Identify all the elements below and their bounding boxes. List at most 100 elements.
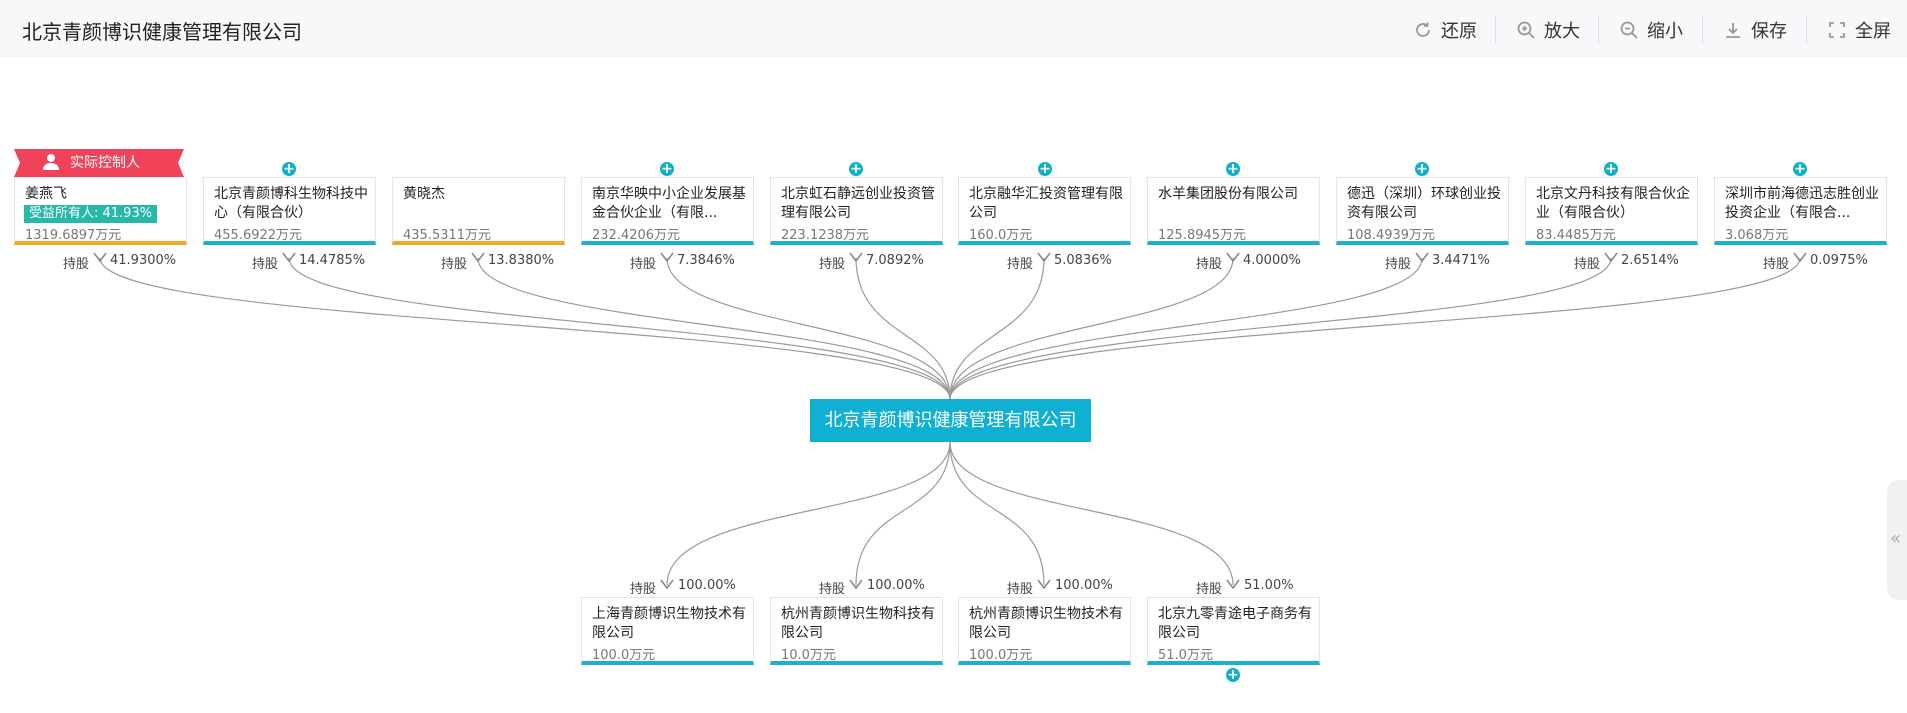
- arrow-icon: [1037, 252, 1051, 263]
- zoom-out-icon: [1620, 21, 1638, 39]
- expand-plus-icon[interactable]: +: [1793, 161, 1807, 177]
- save-label: 保存: [1751, 21, 1787, 42]
- beneficiary-badge: 受益所有人: 41.93%: [24, 205, 158, 223]
- expand-plus-icon[interactable]: +: [1604, 161, 1618, 177]
- shareholder-name: 姜燕飞: [25, 186, 67, 202]
- line-shareholder-3: [477, 257, 951, 400]
- stake-percent: 100.00%: [1055, 578, 1113, 593]
- expand-plus-icon[interactable]: +: [1226, 161, 1240, 177]
- shareholder-name: 南京华映中小企业发展基金合伙企业（有限...: [592, 186, 746, 221]
- stake-percent: 0.0975%: [1810, 253, 1868, 268]
- investment-name: 北京九零青途电子商务有限公司: [1158, 606, 1312, 641]
- page-title: 北京青颜博识健康管理有限公司: [22, 20, 302, 44]
- expand-plus-icon[interactable]: +: [1415, 161, 1429, 177]
- stake-label: 持股: [819, 257, 846, 272]
- arrow-icon: [1037, 579, 1051, 590]
- restore-label: 还原: [1441, 21, 1477, 42]
- arrow-icon: [471, 252, 485, 263]
- center-company-node[interactable]: 北京青颜博识健康管理有限公司: [810, 399, 1091, 442]
- stake-percent: 3.4471%: [1432, 253, 1490, 268]
- shareholder-card[interactable]: 北京青颜博科生物科技中心（有限合伙） 455.6922万元: [203, 177, 376, 245]
- line-investment-3: [949, 441, 1045, 586]
- shareholder-name: 黄晓杰: [403, 186, 445, 202]
- stake-label: 持股: [1196, 582, 1223, 597]
- line-shareholder-1: [99, 257, 951, 400]
- shareholder-card[interactable]: 姜燕飞 受益所有人: 41.93% 1319.6897万元: [14, 177, 187, 245]
- expand-plus-icon[interactable]: +: [1038, 161, 1052, 177]
- stake-percent: 100.00%: [678, 578, 736, 593]
- stake-label: 持股: [1385, 257, 1412, 272]
- investment-amount: 51.0万元: [1158, 648, 1213, 663]
- shareholder-card[interactable]: 黄晓杰 435.5311万元: [392, 177, 565, 245]
- shareholder-amount: 223.1238万元: [781, 228, 870, 243]
- investment-card[interactable]: 上海青颜博识生物技术有限公司 100.0万元: [581, 597, 754, 665]
- shareholder-card[interactable]: 北京文丹科技有限合伙企业（有限合伙） 83.4485万元: [1525, 177, 1698, 245]
- shareholder-amount: 125.8945万元: [1158, 228, 1247, 243]
- shareholder-name: 北京融华汇投资管理有限公司: [969, 186, 1123, 221]
- line-shareholder-4: [666, 257, 951, 400]
- stake-percent: 4.0000%: [1243, 253, 1301, 268]
- divider: [1598, 16, 1599, 44]
- shareholder-name: 北京文丹科技有限合伙企业（有限合伙）: [1536, 186, 1690, 221]
- line-investment-2: [855, 441, 951, 586]
- stake-label: 持股: [630, 257, 657, 272]
- zoom-in-button[interactable]: 放大: [1516, 17, 1580, 43]
- zoom-in-label: 放大: [1544, 21, 1580, 42]
- refresh-icon: [1416, 22, 1430, 37]
- shareholder-card[interactable]: 德迅（深圳）环球创业投资有限公司 108.4939万元: [1336, 177, 1509, 245]
- shareholder-name: 北京虹石静远创业投资管理有限公司: [781, 186, 935, 221]
- fullscreen-button[interactable]: 全屏: [1827, 17, 1891, 43]
- person-icon: [43, 154, 59, 170]
- stake-label: 持股: [1196, 257, 1223, 272]
- shareholder-name: 深圳市前海德迅志胜创业投资企业（有限合...: [1725, 186, 1879, 221]
- save-button[interactable]: 保存: [1723, 17, 1787, 43]
- investment-amount: 100.0万元: [969, 648, 1033, 663]
- investment-amount: 100.0万元: [592, 648, 656, 663]
- arrow-icon: [849, 579, 863, 590]
- shareholder-card[interactable]: 深圳市前海德迅志胜创业投资企业（有限合... 3.068万元: [1714, 177, 1887, 245]
- stake-percent: 2.6514%: [1621, 253, 1679, 268]
- divider: [1495, 16, 1496, 44]
- arrow-icon: [1226, 252, 1240, 263]
- controller-tag: 实际控制人: [70, 155, 140, 171]
- shareholder-amount: 160.0万元: [969, 228, 1033, 243]
- side-panel-toggle[interactable]: «: [1887, 480, 1907, 600]
- investment-name: 杭州青颜博识生物技术有限公司: [969, 606, 1123, 641]
- zoom-out-label: 缩小: [1647, 21, 1683, 42]
- arrow-icon: [1604, 252, 1618, 263]
- arrow-icon: [849, 252, 863, 263]
- expand-plus-icon[interactable]: +: [282, 161, 296, 177]
- restore-button[interactable]: 还原: [1413, 17, 1477, 43]
- shareholder-card[interactable]: 北京融华汇投资管理有限公司 160.0万元: [958, 177, 1131, 245]
- stake-label: 持股: [819, 582, 846, 597]
- shareholder-amount: 1319.6897万元: [25, 228, 122, 243]
- line-shareholder-5: [855, 257, 951, 400]
- shareholder-card[interactable]: 水羊集团股份有限公司 125.8945万元: [1147, 177, 1320, 245]
- stake-percent: 41.9300%: [110, 253, 177, 268]
- stake-label: 持股: [63, 257, 90, 272]
- arrow-icon: [93, 252, 107, 263]
- expand-plus-icon[interactable]: +: [849, 161, 863, 177]
- investment-card[interactable]: 北京九零青途电子商务有限公司 51.0万元: [1147, 597, 1320, 665]
- stake-label: 持股: [252, 257, 279, 272]
- toolbar: 北京青颜博识健康管理有限公司 还原 放大 缩小 保存 全屏: [0, 0, 1907, 57]
- line-investment-4: [949, 441, 1234, 586]
- investment-name: 上海青颜博识生物技术有限公司: [592, 606, 746, 641]
- arrow-icon: [1793, 252, 1807, 263]
- zoom-out-button[interactable]: 缩小: [1619, 17, 1683, 43]
- shareholder-card[interactable]: 北京虹石静远创业投资管理有限公司 223.1238万元: [770, 177, 943, 245]
- shareholder-card[interactable]: 南京华映中小企业发展基金合伙企业（有限... 232.4206万元: [581, 177, 754, 245]
- stake-percent: 51.00%: [1244, 578, 1294, 593]
- investment-card[interactable]: 杭州青颜博识生物科技有限公司 10.0万元: [770, 597, 943, 665]
- expand-plus-icon[interactable]: +: [660, 161, 674, 177]
- stake-percent: 5.0836%: [1054, 253, 1112, 268]
- line-shareholder-9: [949, 257, 1612, 400]
- shareholder-name: 水羊集团股份有限公司: [1158, 186, 1298, 202]
- stake-label: 持股: [630, 582, 657, 597]
- expand-plus-icon[interactable]: +: [1226, 667, 1240, 683]
- stake-label: 持股: [1007, 257, 1034, 272]
- investment-card[interactable]: 杭州青颜博识生物技术有限公司 100.0万元: [958, 597, 1131, 665]
- line-shareholder-8: [949, 257, 1423, 400]
- divider: [1702, 16, 1703, 44]
